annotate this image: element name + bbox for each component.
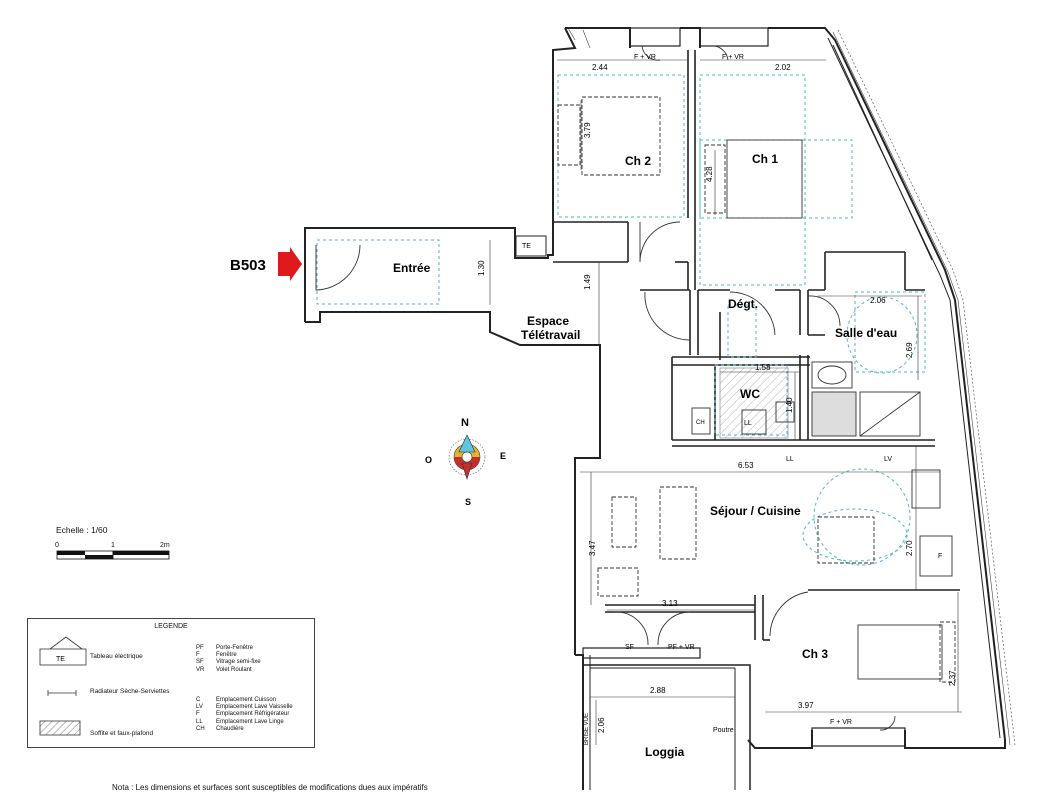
dim-loggia-depth: 2.06	[597, 717, 606, 733]
window-ch2-label: F + VR	[634, 54, 656, 61]
dimension-lines	[489, 59, 962, 745]
disclaimer-note: Nota : Les dimensions et surfaces sont s…	[112, 783, 428, 792]
compass-n: N	[461, 417, 469, 429]
legend-title: LEGENDE	[154, 623, 188, 630]
furniture-dashed	[316, 74, 926, 566]
legend-desc: Emplacement Lave Vaisselle	[216, 704, 293, 711]
legend-desc: Vitrage semi-fixe	[216, 659, 261, 666]
legend-desc: Chaudière	[216, 725, 244, 732]
dim-ch2-depth: 3.79	[583, 122, 592, 138]
legend-te-icon-label: TE	[56, 656, 65, 663]
legend-te-icon	[39, 648, 87, 666]
lv-label: LV	[884, 456, 892, 463]
legend-code: PF	[196, 645, 204, 651]
legend-code: LL	[196, 718, 203, 725]
compass-e: E	[500, 451, 506, 461]
room-entree: Entrée	[393, 261, 431, 275]
legend-icons: TE	[39, 636, 87, 736]
dim-loggia-width: 2.88	[650, 686, 666, 695]
f-label: F	[938, 553, 942, 560]
exterior-walls	[304, 27, 1006, 790]
dim-espace-depth: 1.49	[583, 274, 592, 290]
compass-icon	[448, 434, 486, 481]
legend-code: LV	[196, 704, 203, 711]
ll-label-kitchen: LL	[786, 456, 794, 463]
legend-soffite: Soffite et faux-plafond	[90, 730, 154, 737]
legend-descs-2: Emplacement Cuisson Emplacement Lave Vai…	[216, 697, 293, 733]
legend: LEGENDE TE Tableau électrique Radiateur …	[27, 618, 315, 748]
legend-radiateur: Radiateur Sèche-Serviettes	[90, 688, 170, 695]
room-ch1: Ch 1	[752, 152, 778, 166]
legend-desc: Emplacement Lave Linge	[216, 718, 284, 725]
room-ch2: Ch 2	[625, 154, 651, 168]
te-label: TE	[522, 243, 531, 250]
legend-code: VR	[196, 666, 205, 673]
unit-ref: B503	[230, 257, 266, 274]
legend-code: CH	[196, 725, 205, 732]
room-degt: Dégt.	[728, 297, 758, 311]
brise-vue-label: BRISE VUE	[584, 713, 590, 745]
legend-desc: Emplacement Cuisson	[216, 697, 277, 703]
pfvr-label: PF + VR	[668, 644, 695, 651]
scale-tick-2: 2m	[160, 542, 170, 549]
scale-tick-1: 1	[111, 542, 115, 549]
compass-s: S	[465, 497, 471, 507]
room-espace: Espace	[527, 314, 569, 328]
dim-ch1-width: 2.02	[775, 63, 791, 72]
compass-o: O	[425, 455, 432, 465]
furniture	[557, 96, 956, 683]
window-ch1-label: F + VR	[722, 54, 744, 61]
room-wc: WC	[740, 387, 760, 401]
dim-wc-width: 1.58	[755, 363, 771, 372]
dim-entree-depth: 1.30	[477, 260, 486, 276]
dim-kitchen-depth: 2.70	[905, 540, 914, 556]
dim-sejour-depth: 3.47	[588, 540, 597, 556]
dim-ch2-width: 2.44	[592, 63, 608, 72]
legend-code: SF	[196, 659, 204, 666]
legend-code: F	[196, 652, 200, 659]
sf-label: SF	[625, 644, 634, 651]
dim-sejour-width: 6.53	[738, 461, 754, 470]
ch-label: CH	[696, 420, 705, 426]
facade-detail	[567, 27, 1016, 746]
scale-tick-0: 0	[55, 542, 59, 549]
room-ch3: Ch 3	[802, 647, 828, 661]
dim-sejour-partial: 3.13	[662, 599, 678, 608]
dim-ch3-width: 3.97	[798, 701, 814, 710]
room-sejour: Séjour / Cuisine	[710, 504, 801, 518]
legend-code: C	[196, 697, 201, 703]
poutre-label: Poutre	[713, 727, 734, 734]
room-teletravail: Télétravail	[521, 328, 580, 342]
legend-desc: Fenêtre	[216, 652, 237, 659]
dim-ch1-depth: 4.28	[705, 166, 714, 182]
legend-desc: Emplacement Réfrigérateur	[216, 711, 290, 718]
dim-sde-depth: 2.69	[905, 342, 914, 358]
legend-codes-2: C LV F LL CH	[196, 697, 205, 733]
legend-codes-1: PF F SF VR	[196, 645, 204, 674]
dim-wc-depth: 1.40	[785, 397, 794, 413]
soffite-zones	[719, 367, 789, 439]
legend-code: F	[196, 711, 200, 718]
window-ch3-label: F + VR	[830, 719, 852, 726]
dim-ch3-depth: 2.37	[948, 670, 957, 686]
legend-descs-1: Porte-Fenêtre Fenêtre Vitrage semi-fixe …	[216, 645, 261, 674]
entry-arrow-icon	[278, 247, 302, 281]
legend-tableau: Tableau électrique	[90, 653, 143, 660]
dim-sde-width: 2.06	[870, 296, 886, 305]
legend-desc: Volet Roulant	[216, 666, 252, 673]
room-loggia: Loggia	[645, 745, 685, 759]
room-salle-eau: Salle d'eau	[835, 326, 897, 340]
scale-bar	[56, 550, 170, 560]
ll-label: LL	[744, 420, 752, 427]
scale-label: Echelle : 1/60	[56, 525, 108, 535]
legend-desc: Porte-Fenêtre	[216, 645, 254, 651]
legend-soffite-icon	[39, 720, 81, 736]
